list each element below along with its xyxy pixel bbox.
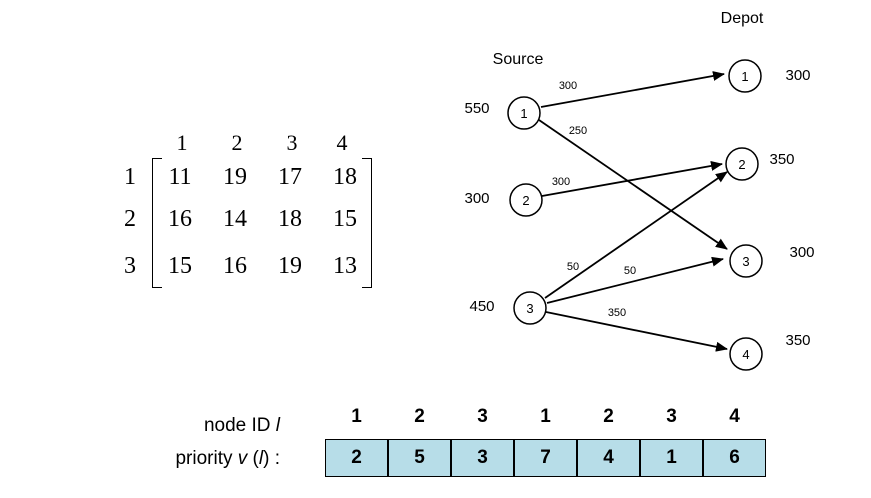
node-id-symbol: l xyxy=(275,415,280,436)
depot-demand: 300 xyxy=(789,244,814,261)
depot-demand: 350 xyxy=(769,151,794,168)
matrix-cell: 18 xyxy=(333,164,357,190)
node-id-label: node ID l xyxy=(40,415,280,437)
source-node-id: 3 xyxy=(526,301,533,316)
matrix-row-header: 2 xyxy=(124,206,136,232)
edge-s1-d1 xyxy=(540,71,725,108)
edge-label: 300 xyxy=(552,176,570,188)
node-id-header: 2 xyxy=(603,406,614,427)
source-node: 3 xyxy=(513,291,547,325)
matrix-row-header: 3 xyxy=(124,253,136,279)
priority-cell: 4 xyxy=(577,439,640,477)
matrix-cell: 14 xyxy=(223,206,247,232)
matrix-cell: 18 xyxy=(278,206,302,232)
matrix-right-bracket xyxy=(362,158,372,288)
depot-title: Depot xyxy=(721,10,764,27)
edge-label: 300 xyxy=(559,80,577,92)
edge-label: 350 xyxy=(608,307,626,319)
edge-s2-d2 xyxy=(541,161,723,197)
source-supply: 550 xyxy=(464,100,489,117)
matrix-col-header: 1 xyxy=(176,130,188,155)
edge-s3-d2 xyxy=(544,171,728,299)
source-supply: 450 xyxy=(469,298,494,315)
priority-cell: 6 xyxy=(703,439,766,477)
source-node: 1 xyxy=(507,96,541,130)
node-id-header: 2 xyxy=(414,406,425,427)
node-id-header: 1 xyxy=(351,406,362,427)
matrix-cell: 16 xyxy=(223,253,247,279)
depot-node-id: 4 xyxy=(742,347,749,362)
depot-node: 1 xyxy=(728,59,762,93)
source-supply: 300 xyxy=(464,190,489,207)
depot-node-id: 1 xyxy=(741,69,748,84)
node-id-header: 4 xyxy=(729,406,740,427)
priority-cell: 3 xyxy=(451,439,514,477)
depot-node-id: 2 xyxy=(738,157,745,172)
edge-s1-d3 xyxy=(538,119,728,250)
edge-label: 50 xyxy=(567,261,579,273)
depot-node: 2 xyxy=(725,147,759,181)
matrix-col-header: 3 xyxy=(286,130,298,155)
matrix-cell: 11 xyxy=(168,164,192,190)
edge-s3-d3 xyxy=(546,256,724,304)
source-node-id: 1 xyxy=(520,106,527,121)
matrix-cell: 16 xyxy=(168,206,192,232)
depot-demand: 350 xyxy=(785,332,810,349)
matrix-row-header: 1 xyxy=(124,164,136,190)
matrix-cell: 17 xyxy=(278,164,302,190)
priority-cell: 7 xyxy=(514,439,577,477)
priority-label-text: priority xyxy=(175,448,233,469)
priority-label: priority v (l) : xyxy=(175,448,280,469)
matrix-cell: 19 xyxy=(278,253,302,279)
matrix-col-header: 2 xyxy=(231,130,243,155)
depot-node: 4 xyxy=(729,337,763,371)
source-title: Source xyxy=(493,51,544,68)
node-id-header: 3 xyxy=(666,406,677,427)
matrix-cell: 13 xyxy=(333,253,357,279)
depot-node-id: 3 xyxy=(742,254,749,269)
node-id-label-text: node ID xyxy=(203,415,271,436)
source-node-id: 2 xyxy=(522,193,529,208)
edge-label: 250 xyxy=(569,125,587,137)
matrix-left-bracket xyxy=(152,158,162,288)
matrix-cell: 15 xyxy=(333,206,357,232)
matrix-col-header: 4 xyxy=(336,130,348,155)
priority-cell: 5 xyxy=(388,439,451,477)
depot-node: 3 xyxy=(729,244,763,278)
priority-symbol: v xyxy=(237,448,248,469)
priority-arg-symbol: l xyxy=(258,448,264,469)
edge-s3-d4 xyxy=(545,311,728,352)
priority-cell: 1 xyxy=(640,439,703,477)
priority-cell: 2 xyxy=(325,439,388,477)
matrix-cell: 19 xyxy=(223,164,247,190)
node-id-header: 3 xyxy=(477,406,488,427)
depot-demand: 300 xyxy=(785,67,810,84)
matrix-cell: 15 xyxy=(168,253,192,279)
source-node: 2 xyxy=(509,183,543,217)
node-id-header: 1 xyxy=(540,406,551,427)
edge-label: 50 xyxy=(624,265,636,277)
